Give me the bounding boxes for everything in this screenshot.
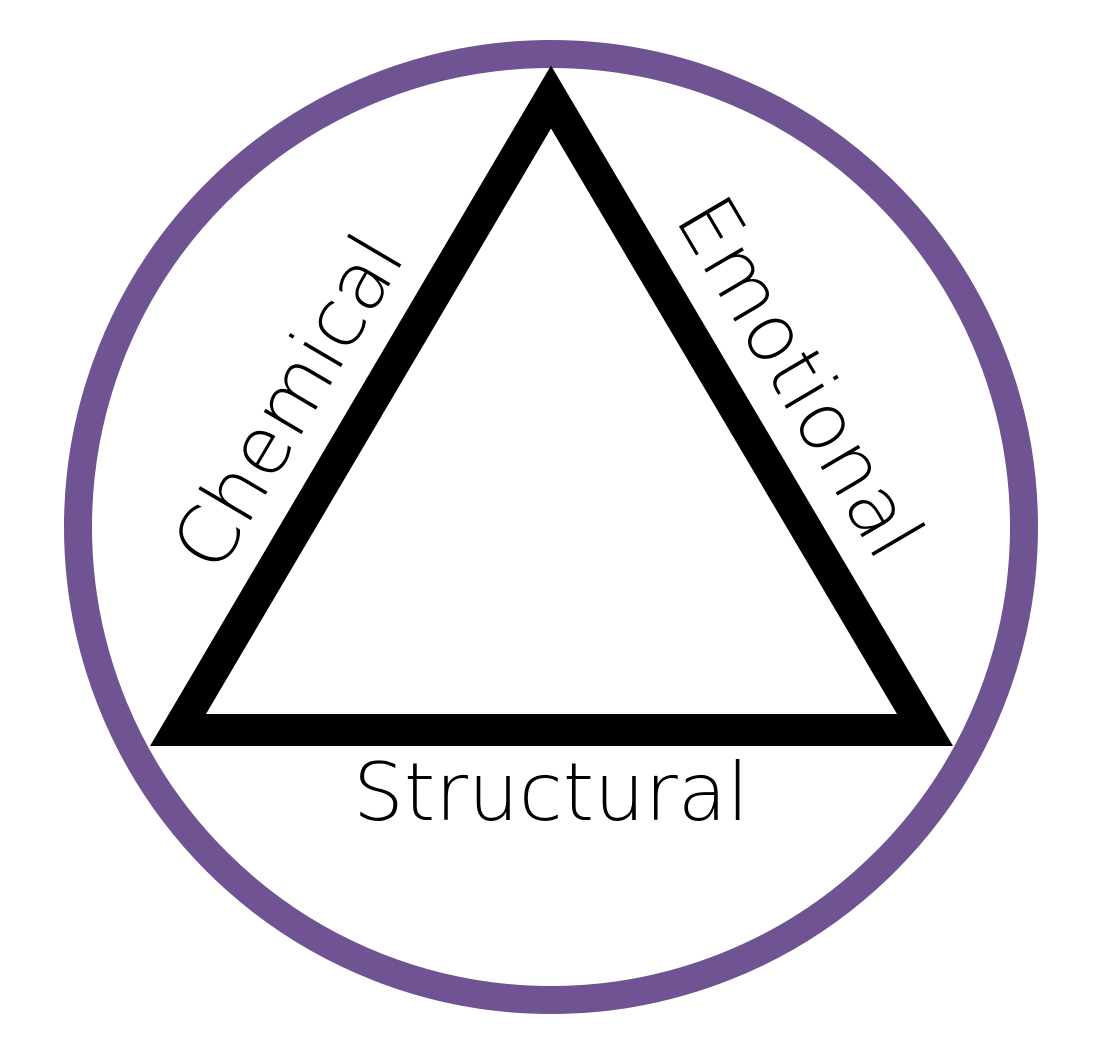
triangle — [150, 65, 954, 746]
structural-label: Structural — [353, 746, 749, 839]
outer-ring — [64, 40, 1038, 1014]
